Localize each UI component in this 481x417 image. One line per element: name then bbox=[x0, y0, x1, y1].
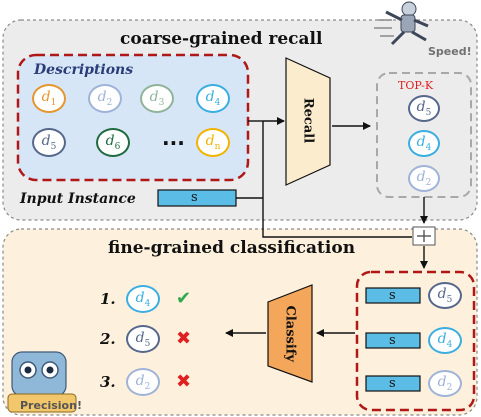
topk-box bbox=[376, 72, 472, 198]
pair-s-box bbox=[365, 375, 421, 392]
junction-plus-icon bbox=[412, 226, 436, 246]
runner-robot-icon bbox=[374, 1, 429, 46]
pair-s-box bbox=[365, 287, 421, 304]
pair-s-box bbox=[365, 332, 421, 349]
connector-lines bbox=[225, 117, 428, 337]
classify-trapezoid bbox=[267, 284, 313, 383]
scholar-robot-icon bbox=[7, 351, 77, 413]
descriptions-box bbox=[16, 53, 250, 182]
input-s-box bbox=[157, 189, 237, 207]
recall-trapezoid bbox=[285, 57, 331, 186]
